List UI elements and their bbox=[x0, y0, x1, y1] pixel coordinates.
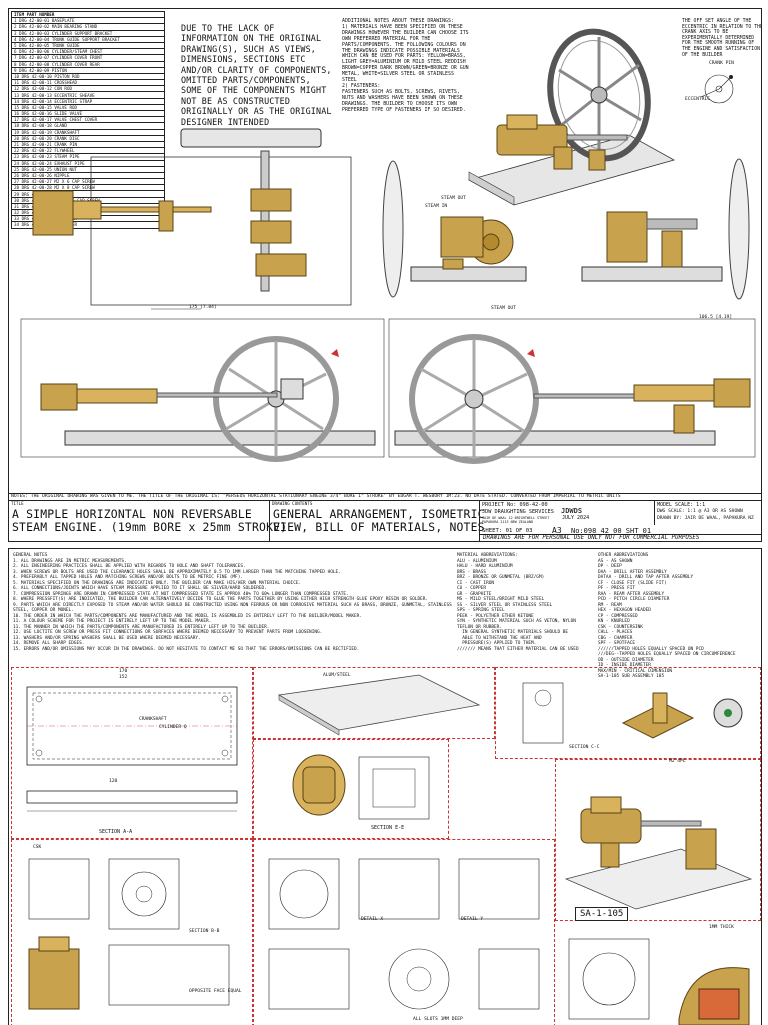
region-baseplate bbox=[11, 667, 253, 839]
drawing-title: A SIMPLE HORIZONTAL NON REVERSABLE STEAM… bbox=[12, 507, 288, 534]
title-label: TITLE bbox=[11, 501, 24, 506]
bearing-cap-drawing bbox=[568, 938, 750, 1025]
all-slots-label: ALL SLOTS 1MM DEEP bbox=[413, 1017, 463, 1022]
sheet-part-details: GENERAL NOTES 1. ALL DRAWINGS ARE IN MET… bbox=[8, 548, 762, 1025]
dimension-left: 175 [7.84] bbox=[189, 305, 217, 310]
opposite-elevation-drawing bbox=[388, 318, 756, 464]
opposite-face-label: OPPOSITE FACE EQUAL bbox=[189, 989, 242, 994]
additional-notes: ADDITIONAL NOTES ABOUT THESE DRAWINGS: 1… bbox=[342, 18, 469, 113]
front-elevation-drawing bbox=[382, 160, 527, 298]
m2-4pl-label: M2 4PL bbox=[669, 759, 686, 764]
alum-steel-label: ALUM/STEEL bbox=[323, 673, 351, 678]
drawing-number: No:098 42 00 SHT 01 bbox=[571, 527, 652, 535]
cylinder-support-drawing bbox=[292, 754, 430, 820]
intro-note: DUE TO THE LACK OF INFORMATION ON THE OR… bbox=[181, 23, 332, 127]
steam-out-label: STEAM OUT bbox=[441, 196, 466, 201]
eccentric-diagram bbox=[700, 74, 734, 104]
section-ee-label: SECTION E-E bbox=[371, 825, 405, 831]
baseplate-drawing bbox=[26, 686, 238, 812]
region-covers bbox=[11, 839, 253, 1025]
section-cc-label: SECTION C-C bbox=[569, 745, 600, 750]
cylinder-label: CYLINDER Q bbox=[159, 725, 187, 730]
steam-in-label: STEAM IN bbox=[425, 204, 448, 209]
region-iso-base bbox=[253, 667, 495, 739]
original-drawing-note: NOTES: THE ORIGINAL DRAWING WAS GIVEN TO… bbox=[11, 494, 621, 499]
isometric-engine-drawing bbox=[467, 28, 676, 206]
region-bearing bbox=[495, 667, 761, 759]
title-block: TITLE A SIMPLE HORIZONTAL NON REVERSABLE… bbox=[9, 500, 761, 541]
other-abbreviations: OTHER ABBREVIATIONS AS - AS SHOWN DP - D… bbox=[598, 553, 736, 679]
side-elevation-drawing bbox=[581, 158, 750, 300]
dimension-152: 152 bbox=[119, 675, 128, 680]
plan-view-drawing bbox=[32, 128, 352, 310]
dimension-right: 106.5 [4.19] bbox=[699, 315, 733, 320]
crankshaft-label: CRANKSHAFT bbox=[139, 717, 167, 722]
region-details bbox=[253, 839, 555, 1025]
main-bearing-drawing bbox=[522, 682, 743, 744]
crank-pin-label: CRANK PIN bbox=[709, 61, 734, 66]
cylinder-covers-drawing bbox=[28, 858, 230, 1010]
isometric-baseplate-drawing bbox=[277, 674, 481, 736]
isometric-assembly-drawing bbox=[564, 796, 753, 910]
company-name: JDW DRAUGHTING SERVICES bbox=[482, 509, 554, 515]
detail-y-label: DETAIL Y bbox=[461, 917, 484, 922]
steam-out-label-2: STEAM OUT bbox=[491, 306, 516, 311]
logo-text: JDWDS bbox=[561, 507, 583, 515]
general-notes: GENERAL NOTES 1. ALL DRAWINGS ARE IN MET… bbox=[13, 553, 452, 652]
drawing-date: JULY 2024 bbox=[562, 515, 590, 521]
mm-thick-label: 1MM THICK bbox=[709, 925, 734, 930]
contents-label: DRAWING CONTENTS bbox=[272, 501, 313, 506]
detail-parts-drawing bbox=[268, 858, 540, 1010]
region-isometric-assembly bbox=[555, 759, 761, 921]
region-cylinder bbox=[253, 739, 449, 839]
eccentric-note: THE OFF SET ANGLE OF THE ECCENTRIC IN RE… bbox=[682, 19, 761, 58]
section-bb-label: SECTION B-B bbox=[189, 929, 220, 934]
project-number: PROJECT No: 098-42-00 bbox=[482, 502, 548, 508]
eccentric-label: ECCENTRIC bbox=[685, 97, 710, 102]
dimension-120: 120 bbox=[109, 779, 118, 784]
detail-x-label: DETAIL X bbox=[361, 917, 384, 922]
rear-elevation-drawing bbox=[20, 318, 385, 462]
sub-assembly-label: SA-1-105 bbox=[575, 907, 629, 921]
model-scale: MODEL SCALE: 1:1 bbox=[657, 502, 706, 508]
drawing-contents: GENERAL ARRANGEMENT, ISOMETRIC VIEW, BIL… bbox=[273, 507, 485, 534]
dimension-170: 170 bbox=[119, 669, 128, 674]
company-address: JAIR DE WAAL 12 BRIGHTWELL STREET PAPAKU… bbox=[482, 516, 550, 524]
drawing-scale: DWG SCALE: 1:1 @ A3 OR AS SHOWN bbox=[657, 509, 743, 514]
section-aa-label: SECTION A-A bbox=[99, 829, 133, 835]
sheet-number: SHEET: 01 OF 03 bbox=[482, 528, 533, 534]
personal-use-note: DRAWINGS ARE FOR PERSONAL USE ONLY NOT F… bbox=[483, 535, 700, 541]
material-abbreviations: MATERIAL ABBREVIATIONS: ALU - ALUMINIUM … bbox=[457, 553, 579, 652]
csk-label: CSK bbox=[33, 845, 42, 850]
paper-size: A3 bbox=[552, 526, 562, 535]
drawn-by: DRAWN BY: JAIR DE WAAL, PAPAKURA NZ bbox=[657, 516, 754, 521]
